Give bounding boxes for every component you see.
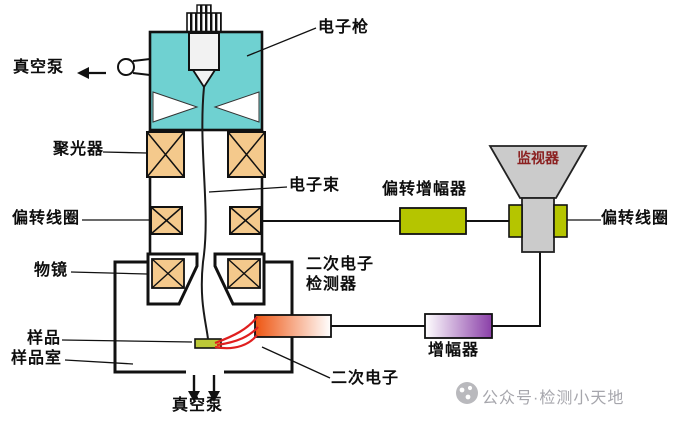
pointer-lines [61, 27, 601, 379]
deflection-amplifier-box [399, 207, 467, 235]
label-sample-chamber: 样品室 [11, 350, 63, 367]
coil-cross [227, 131, 266, 178]
label-deflection-coil-right: 偏转线圈 [601, 210, 670, 227]
signal-wires [261, 220, 541, 327]
pointer-sample-chamber [64, 359, 134, 365]
logo-dot [465, 394, 471, 400]
logo-dot [459, 387, 465, 393]
monitor-funnel [488, 145, 588, 199]
coil-cross [151, 258, 185, 289]
coil-cross [227, 258, 261, 289]
monitor-crt [488, 145, 588, 253]
label-monitor: 监视器 [517, 150, 559, 166]
vacuum-port [77, 58, 151, 79]
electron-gun-assembly [148, 4, 264, 132]
electron-beam-path [200, 86, 209, 340]
label-deflection-coil-left: 偏转线圈 [12, 210, 81, 227]
pointer-objective [70, 271, 148, 275]
anode-aperture-right [213, 91, 260, 123]
pointer-secondary-electron [261, 346, 331, 379]
vacuum-flange [117, 58, 135, 76]
logo-dot [467, 385, 473, 391]
label-condenser-lens: 聚光器 [53, 141, 105, 158]
se-trajectory [214, 316, 258, 345]
condenser-lens [146, 131, 266, 178]
wire-detector-to-monitor [331, 252, 541, 327]
pointer-electron-beam [208, 186, 288, 193]
label-se-detector-line1: 二次电子 [306, 256, 375, 273]
deflection-coils [150, 206, 262, 235]
vacuum-arrow-head-icon [188, 391, 200, 402]
vacuum-arrow-head-icon [77, 67, 89, 79]
watermark-logo [456, 382, 478, 404]
monitor-coil-right [553, 204, 568, 238]
vacuum-pipe-top [132, 58, 151, 62]
monitor-neck [521, 197, 555, 253]
label-amplifier: 增幅器 [428, 342, 480, 359]
watermark-text: 公众号·检测小天地 [482, 390, 625, 407]
label-sample: 样品 [27, 330, 62, 347]
coil-cross [150, 206, 183, 235]
label-electron-gun: 电子枪 [318, 19, 370, 36]
label-deflection-amplifier: 偏转增幅器 [382, 181, 468, 198]
coil-cross [146, 131, 185, 178]
amplifier-box [424, 313, 493, 339]
se-trajectory [214, 334, 258, 350]
label-se-detector-line2: 检测器 [306, 276, 358, 293]
objective-lens [146, 252, 266, 306]
pointer-sample [61, 339, 193, 343]
label-vacuum-pump-top: 真空泵 [13, 59, 65, 76]
label-vacuum-pump-bottom: 真空泵 [172, 397, 224, 414]
gun-connector [186, 12, 222, 34]
pointer-electron-gun [246, 27, 317, 57]
anode-aperture-left [152, 91, 199, 123]
gun-cathode-block [188, 32, 220, 71]
se-detector-box [254, 314, 332, 338]
dots-logo-icon [456, 382, 478, 404]
label-objective-lens: 物镜 [34, 262, 69, 279]
label-electron-beam: 电子束 [289, 177, 341, 194]
gun-cathode-tip [191, 69, 217, 89]
secondary-electron-trajectories [214, 316, 259, 350]
vacuum-pipe-bottom [132, 72, 151, 76]
bottom-vacuum-arrows [188, 375, 220, 402]
se-trajectory [216, 326, 259, 347]
pointer-condenser [102, 151, 148, 154]
monitor-coil-left [508, 204, 523, 238]
coil-cross [229, 206, 262, 235]
vacuum-arrow-head-icon [208, 391, 220, 402]
label-secondary-electron: 二次电子 [331, 370, 400, 387]
